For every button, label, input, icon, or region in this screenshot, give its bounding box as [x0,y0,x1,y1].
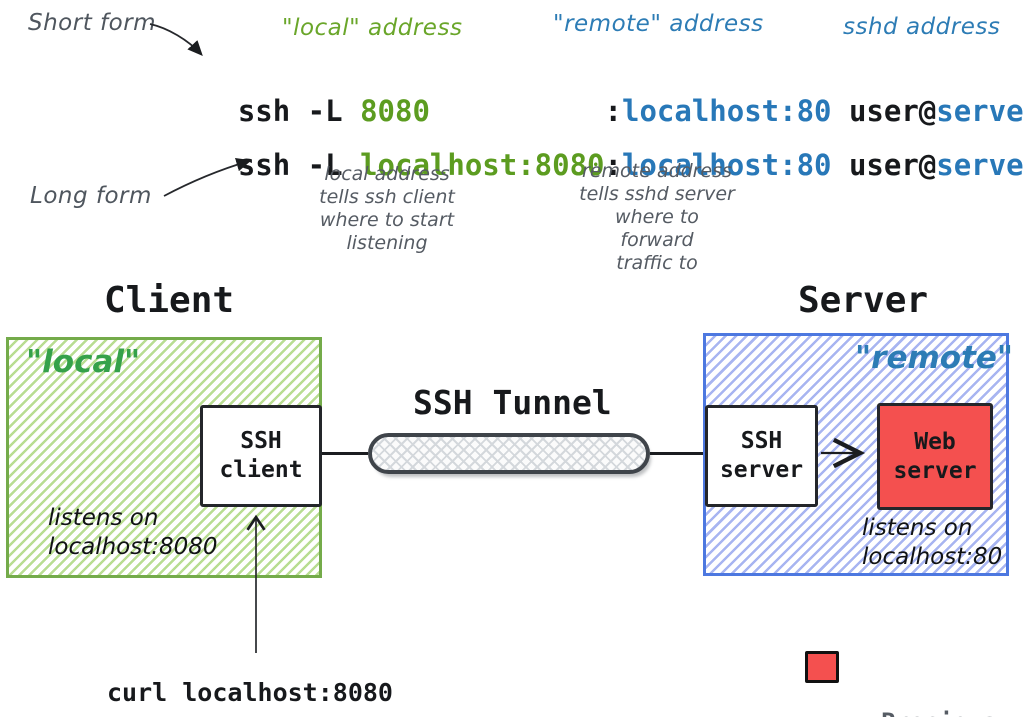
legend-label: - Precious resource [852,652,997,717]
cmd-token: user@ [831,148,937,182]
command-line-long: ssh -L localhost:8080:localhost:80 user@… [168,114,1024,216]
cmd-token-local: localhost:8080 [360,148,605,182]
tunnel-capsule [368,433,650,474]
ssh-client-box: SSH client [200,405,322,507]
note-line: local address [324,163,450,185]
note-line: tells ssh client [319,186,455,208]
local-tag: "local" [26,344,141,380]
cmd-token-local: 8080 [360,94,430,128]
remote-tag: "remote" [855,340,1014,376]
note-line: listening [346,232,428,254]
listens-line: localhost:8080 [48,534,218,560]
note-line: where to start [319,209,455,231]
remote-address-label: "remote" address [553,11,764,37]
ssh-client-label: client [219,457,303,483]
remote-address-note: remote address tells sshd server where t… [578,160,736,275]
cmd-token-remote: localhost:80 [621,94,832,128]
web-server-box: Web server [877,403,993,510]
client-listens-note: listens on localhost:8080 [48,504,218,562]
legend-precious-swatch [805,651,839,683]
ssh-server-label: SSH [740,428,783,454]
long-form-label: Long form [30,183,152,209]
cmd-token: user@ [831,94,937,128]
tunnel-connector-right [650,452,703,455]
cmd-token: ssh -L [237,94,361,128]
note-line: remote address [582,160,732,182]
cmd-token-server: server [936,94,1024,128]
cmd-token: : [604,94,622,128]
listens-line: listens on [48,505,159,531]
note-line: tells sshd server [579,183,735,205]
note-line: traffic to [616,252,698,274]
cmd-token-remote: localhost:80 [621,148,832,182]
note-line: where to forward [615,206,699,251]
local-address-note: local address tells ssh client where to … [313,163,461,255]
tunnel-connector-left [322,452,368,455]
command-line-short: ssh -L 8080 :localhost:80 user@server [168,60,1024,162]
short-form-label: Short form [28,10,157,36]
tunnel-heading: SSH Tunnel [413,383,612,422]
legend-line: - Precious [852,708,997,717]
listens-line: localhost:80 [862,544,1003,570]
server-heading: Server [798,280,929,321]
ssh-server-box: SSH server [705,405,818,507]
ssh-server-label: server [719,457,804,483]
web-server-label: Web [914,428,956,455]
listens-line: listens on [862,515,973,541]
cmd-token: : [604,148,622,182]
short-form-arrow [149,23,203,56]
cmd-token-server: server [936,148,1024,182]
server-listens-note: listens on localhost:80 [862,514,1002,572]
curl-command: curl localhost:8080 [107,678,393,707]
sshd-address-label: sshd address [843,14,1001,40]
local-address-label: "local" address [282,15,463,41]
client-heading: Client [104,280,235,321]
web-server-label: server [893,457,977,484]
ssh-client-label: SSH [240,428,282,454]
